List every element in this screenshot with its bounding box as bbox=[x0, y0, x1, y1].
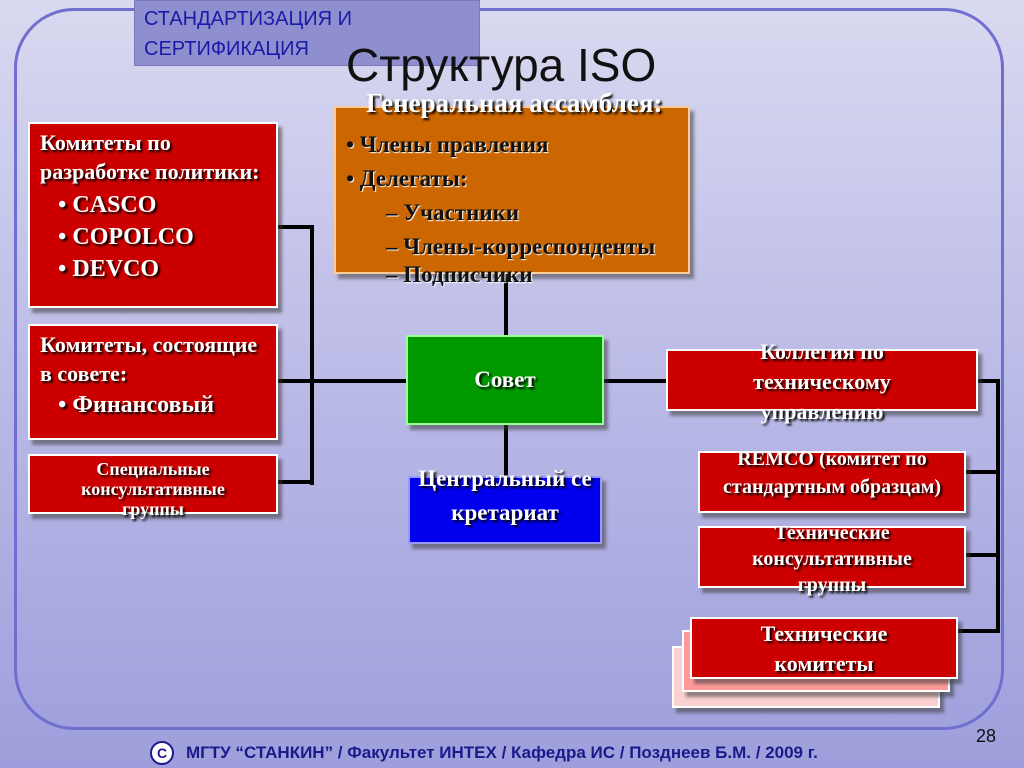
page-number: 28 bbox=[976, 726, 997, 746]
special-groups-box: Специальные консультативные группы bbox=[28, 454, 278, 519]
list-item: • CASCO bbox=[58, 192, 157, 218]
connector-line bbox=[966, 470, 998, 474]
course-label-box bbox=[134, 0, 480, 66]
council-committees-list: • Финансовый bbox=[40, 390, 266, 420]
connector-line bbox=[604, 379, 668, 383]
slide-frame bbox=[14, 8, 1004, 730]
assembly-subitem: – Подписчики bbox=[386, 262, 533, 287]
policy-committees-box: Комитеты по разработке политики: • CASCO… bbox=[28, 122, 278, 308]
assembly-item: • Члены правления bbox=[346, 132, 549, 157]
page-title: Структура ISO bbox=[346, 39, 657, 91]
connector-line bbox=[278, 379, 408, 383]
assembly-subitem: – Участники bbox=[386, 200, 520, 225]
connector-line bbox=[310, 225, 314, 485]
course-title: СТАНДАРТИЗАЦИЯ И СЕРТИФИКАЦИЯ bbox=[144, 8, 352, 60]
connector-line bbox=[504, 272, 508, 338]
connector-line bbox=[504, 424, 508, 480]
tech-groups-box: Технические консультативные группы bbox=[698, 522, 966, 596]
connector-line bbox=[958, 629, 998, 633]
footer-text: МГТУ “СТАНКИН” / Факультет ИНТЕХ / Кафед… bbox=[186, 743, 818, 762]
remco-box: REMCO (комитет по стандартным образцам) bbox=[698, 448, 966, 513]
policy-committees-title: Комитеты по разработке политики: bbox=[40, 130, 260, 184]
tmb-box: Коллегия по техническому управлению bbox=[666, 339, 978, 424]
secretariat-label: Центральный секретариат bbox=[418, 466, 592, 525]
policy-committees-list: • CASCO • COPOLCO • DEVCO bbox=[40, 189, 266, 285]
assembly-subitem: – Члены-корреспонденты bbox=[386, 234, 656, 259]
connector-line bbox=[278, 225, 312, 229]
council-label: Совет bbox=[474, 367, 536, 392]
connector-line bbox=[996, 379, 1000, 633]
list-item: • Финансовый bbox=[58, 392, 215, 418]
council-box: Совет bbox=[406, 335, 604, 425]
tech-groups-label: Технические консультативные группы bbox=[752, 522, 912, 596]
list-item: • DEVCO bbox=[58, 256, 160, 282]
footer: C МГТУ “СТАНКИН” / Факультет ИНТЕХ / Каф… bbox=[150, 740, 818, 766]
special-groups-label: Специальные консультативные группы bbox=[81, 459, 225, 519]
general-assembly-members: • Члены правления • Делегаты: – Участник… bbox=[346, 128, 746, 286]
list-item: • COPOLCO bbox=[58, 224, 194, 250]
assembly-item: • Делегаты: bbox=[346, 166, 468, 191]
connector-line bbox=[278, 480, 312, 484]
tech-committees-label: Технические комитеты bbox=[760, 621, 888, 676]
remco-label: REMCO (комитет по стандартным образцам) bbox=[723, 448, 941, 498]
connector-line bbox=[966, 553, 998, 557]
tech-committees-box: Технические комитеты bbox=[690, 617, 958, 679]
general-assembly-title: Генеральная ассамблея: bbox=[366, 88, 663, 118]
secretariat-box bbox=[408, 476, 602, 544]
general-assembly-box bbox=[334, 106, 690, 274]
council-committees-box: Комитеты, состоящие в совете: • Финансов… bbox=[28, 324, 278, 440]
copyright-icon: C bbox=[150, 741, 174, 765]
tmb-label: Коллегия по техническому управлению bbox=[753, 339, 891, 424]
connector-line bbox=[978, 379, 1000, 383]
council-committees-title: Комитеты, состоящие в совете: bbox=[40, 332, 258, 386]
